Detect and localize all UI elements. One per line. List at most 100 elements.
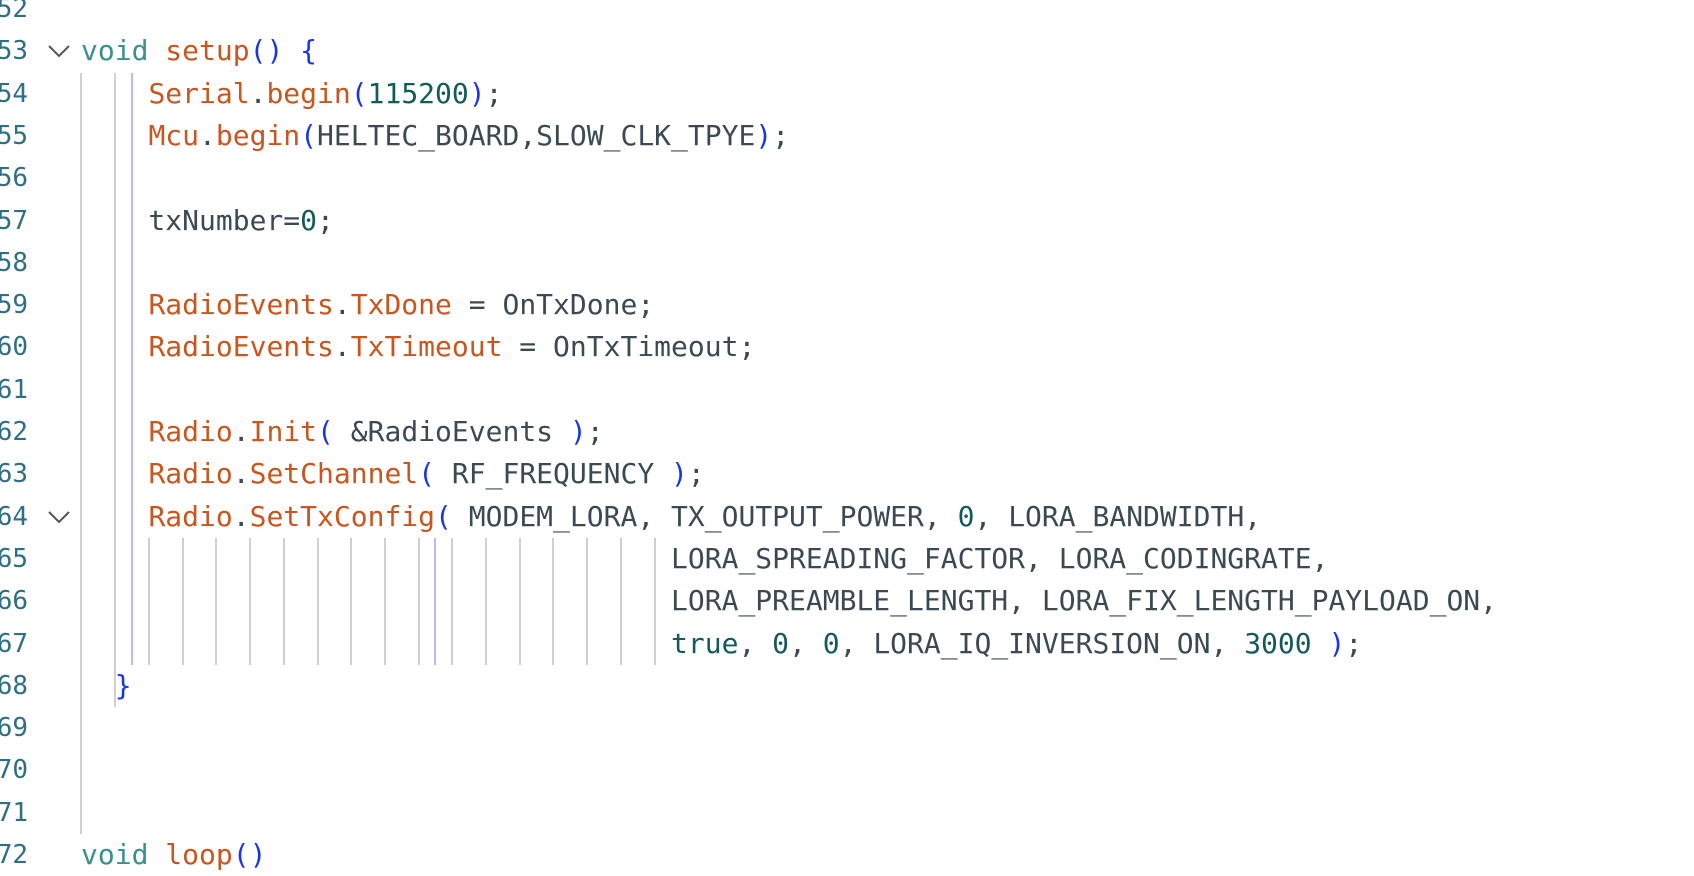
code-token: , xyxy=(789,626,823,660)
code-token: SetTxConfig xyxy=(249,499,436,533)
code-token: () xyxy=(232,838,267,871)
code-token: Radio xyxy=(148,457,233,491)
indent-guide xyxy=(518,537,521,665)
code-text: RadioEvents.TxDone = OnTxDone; xyxy=(81,284,654,326)
indent-guide xyxy=(215,537,218,665)
code-line[interactable]: 59 RadioEvents.TxDone = OnTxDone; xyxy=(0,284,1694,326)
line-number: 64 xyxy=(0,501,28,532)
code-line[interactable]: 70 xyxy=(0,749,1694,791)
code-token: true xyxy=(671,626,739,660)
code-token: = OnTxDone; xyxy=(451,288,655,322)
code-token: MODEM_LORA, TX_OUTPUT_POWER, xyxy=(451,499,958,533)
code-line[interactable]: 67 true, 0, 0, LORA_IQ_INVERSION_ON, 300… xyxy=(0,623,1694,665)
indent-guide xyxy=(586,537,589,665)
line-number: 59 xyxy=(0,290,28,321)
code-token xyxy=(1312,627,1329,660)
code-text: void setup() { xyxy=(81,30,317,72)
code-token: . xyxy=(333,330,351,364)
code-line[interactable]: 61 xyxy=(0,369,1694,411)
indent-guide xyxy=(114,72,116,708)
line-number: 71 xyxy=(0,797,28,828)
line-number: 54 xyxy=(0,78,28,109)
code-line[interactable]: 64 Radio.SetTxConfig( MODEM_LORA, TX_OUT… xyxy=(0,496,1694,538)
line-number: 63 xyxy=(0,459,28,490)
code-text: LORA_PREAMBLE_LENGTH, LORA_FIX_LENGTH_PA… xyxy=(81,580,1497,622)
code-token: RadioEvents xyxy=(148,330,334,364)
fold-chevron-down-icon[interactable] xyxy=(46,42,72,60)
indent-guide xyxy=(131,72,133,665)
code-text: Mcu.begin(HELTEC_BOARD,SLOW_CLK_TPYE); xyxy=(81,115,789,157)
code-line[interactable]: 54 Serial.begin(115200); xyxy=(0,73,1694,115)
code-token: ( xyxy=(300,118,318,152)
code-token: ; xyxy=(772,118,790,152)
code-line[interactable]: 66 LORA_PREAMBLE_LENGTH, LORA_FIX_LENGTH… xyxy=(0,580,1694,622)
code-line[interactable]: 60 RadioEvents.TxTimeout = OnTxTimeout; xyxy=(0,326,1694,368)
code-token: RF_FREQUENCY xyxy=(435,457,672,491)
code-line[interactable]: 68 } xyxy=(0,665,1694,707)
code-text: Radio.Init( &RadioEvents ); xyxy=(81,411,603,453)
code-token xyxy=(81,627,671,660)
code-token: = OnTxTimeout; xyxy=(502,330,756,364)
code-line[interactable]: 58 xyxy=(0,242,1694,284)
code-token: 0 xyxy=(300,203,318,237)
code-token xyxy=(148,34,165,67)
code-token: ) xyxy=(468,76,486,110)
code-line[interactable]: 72 void loop() xyxy=(0,834,1694,876)
code-token: HELTEC_BOARD,SLOW_CLK_TPYE xyxy=(317,118,756,152)
code-token: , LORA_BANDWIDTH, xyxy=(974,499,1262,533)
line-number: 56 xyxy=(0,163,28,194)
code-line[interactable]: 52 xyxy=(0,0,1694,30)
code-text: txNumber=0; xyxy=(81,200,333,242)
code-token: ; xyxy=(687,457,705,491)
line-number: 72 xyxy=(0,840,28,870)
code-token: , xyxy=(738,626,773,660)
code-token: () xyxy=(249,34,284,68)
code-token: ) xyxy=(755,118,773,152)
code-token: SetChannel xyxy=(249,457,419,491)
line-number: 58 xyxy=(0,247,28,278)
code-token: begin xyxy=(266,76,351,110)
line-number: 65 xyxy=(0,543,28,574)
code-token: ; xyxy=(485,76,503,110)
code-line[interactable]: 69 xyxy=(0,707,1694,749)
code-token: setup xyxy=(165,34,250,68)
code-token: txNumber= xyxy=(81,203,301,237)
code-token: &RadioEvents xyxy=(333,415,570,448)
fold-chevron-down-icon[interactable] xyxy=(46,508,72,526)
code-line[interactable]: 65 LORA_SPREADING_FACTOR, LORA_CODINGRAT… xyxy=(0,538,1694,580)
line-number: 61 xyxy=(0,374,28,405)
code-token: Radio xyxy=(148,415,233,448)
code-token: 115200 xyxy=(367,76,469,110)
code-token: } xyxy=(114,668,132,702)
code-token: , LORA_IQ_INVERSION_ON, xyxy=(839,626,1245,660)
code-token: 0 xyxy=(822,626,840,660)
indent-guide xyxy=(148,537,150,665)
code-token: { xyxy=(300,34,318,68)
code-line[interactable]: 55 Mcu.begin(HELTEC_BOARD,SLOW_CLK_TPYE)… xyxy=(0,115,1694,157)
code-line[interactable]: 71 xyxy=(0,792,1694,834)
code-token: . xyxy=(232,415,250,448)
code-text: LORA_SPREADING_FACTOR, LORA_CODINGRATE, xyxy=(81,538,1328,580)
code-token: TxDone xyxy=(350,288,452,322)
code-line[interactable]: 56 xyxy=(0,157,1694,199)
code-text: true, 0, 0, LORA_IQ_INVERSION_ON, 3000 )… xyxy=(81,623,1362,665)
code-token: ) xyxy=(1328,626,1346,660)
code-line[interactable]: 63 Radio.SetChannel( RF_FREQUENCY ); xyxy=(0,453,1694,495)
code-token: LORA_SPREADING_FACTOR, LORA_CODINGRATE, xyxy=(81,541,1329,575)
code-line[interactable]: 57 txNumber=0; xyxy=(0,200,1694,242)
code-token: begin xyxy=(215,118,301,152)
code-token xyxy=(148,838,165,871)
code-token: . xyxy=(232,457,250,491)
line-number: 60 xyxy=(0,332,28,363)
code-text: Radio.SetChannel( RF_FREQUENCY ); xyxy=(81,453,705,495)
indent-guide xyxy=(350,537,353,665)
code-line[interactable]: 62 Radio.Init( &RadioEvents ); xyxy=(0,411,1694,453)
code-text: Serial.begin(115200); xyxy=(81,73,502,115)
code-token: ( xyxy=(435,499,452,533)
line-number: 55 xyxy=(0,120,28,151)
indent-guide xyxy=(282,537,285,665)
code-text: void loop() xyxy=(81,834,266,876)
indent-guide xyxy=(316,537,319,665)
code-token: . xyxy=(232,499,250,533)
